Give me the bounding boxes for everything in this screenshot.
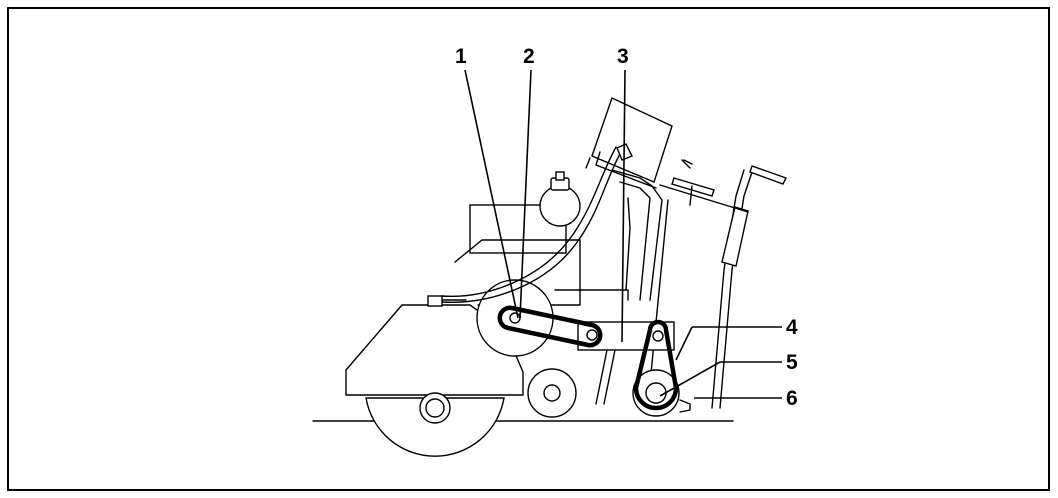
front-wheel (527, 368, 577, 418)
callout-3: 3 (617, 45, 629, 68)
callout-4: 4 (786, 316, 798, 339)
water-hose (441, 149, 623, 303)
engine (454, 171, 629, 306)
callout-leaders (464, 69, 782, 399)
chassis-frame (595, 169, 669, 405)
callout-2: 2 (523, 45, 535, 68)
callout-5: 5 (786, 351, 798, 374)
cutting-blade (365, 392, 505, 457)
handle-assembly (659, 159, 787, 409)
callout-1: 1 (455, 45, 467, 68)
control-panel (585, 97, 673, 189)
rear-wheel (632, 319, 680, 417)
callout-6: 6 (786, 387, 798, 410)
